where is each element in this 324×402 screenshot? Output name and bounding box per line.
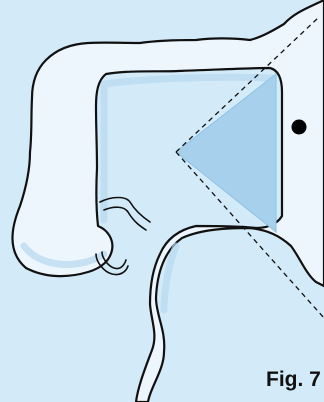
colon-shape — [12, 0, 324, 402]
marker-dot — [292, 120, 307, 135]
colon — [12, 0, 324, 402]
figure-label: Fig. 7 — [266, 368, 321, 391]
vessel-upper-inner — [104, 207, 146, 230]
